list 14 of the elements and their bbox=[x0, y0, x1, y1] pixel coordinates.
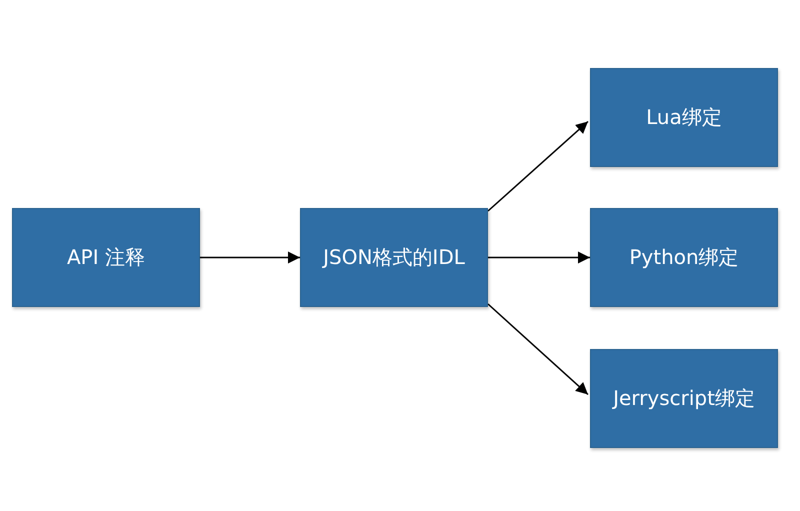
process-box bbox=[300, 208, 488, 307]
box-label: API 注释 bbox=[67, 244, 145, 271]
process-box bbox=[12, 208, 200, 307]
process-box bbox=[590, 208, 778, 307]
arrow bbox=[488, 303, 588, 396]
box-label: Jerryscript绑定 bbox=[613, 385, 755, 412]
process-box bbox=[590, 68, 778, 167]
process-box bbox=[590, 349, 778, 448]
arrow bbox=[488, 252, 590, 264]
box-label: Python绑定 bbox=[629, 244, 739, 271]
arrow bbox=[200, 252, 300, 264]
box-label: JSON格式的IDL bbox=[323, 244, 465, 271]
box-label: Lua绑定 bbox=[646, 104, 722, 131]
arrow bbox=[488, 120, 588, 212]
